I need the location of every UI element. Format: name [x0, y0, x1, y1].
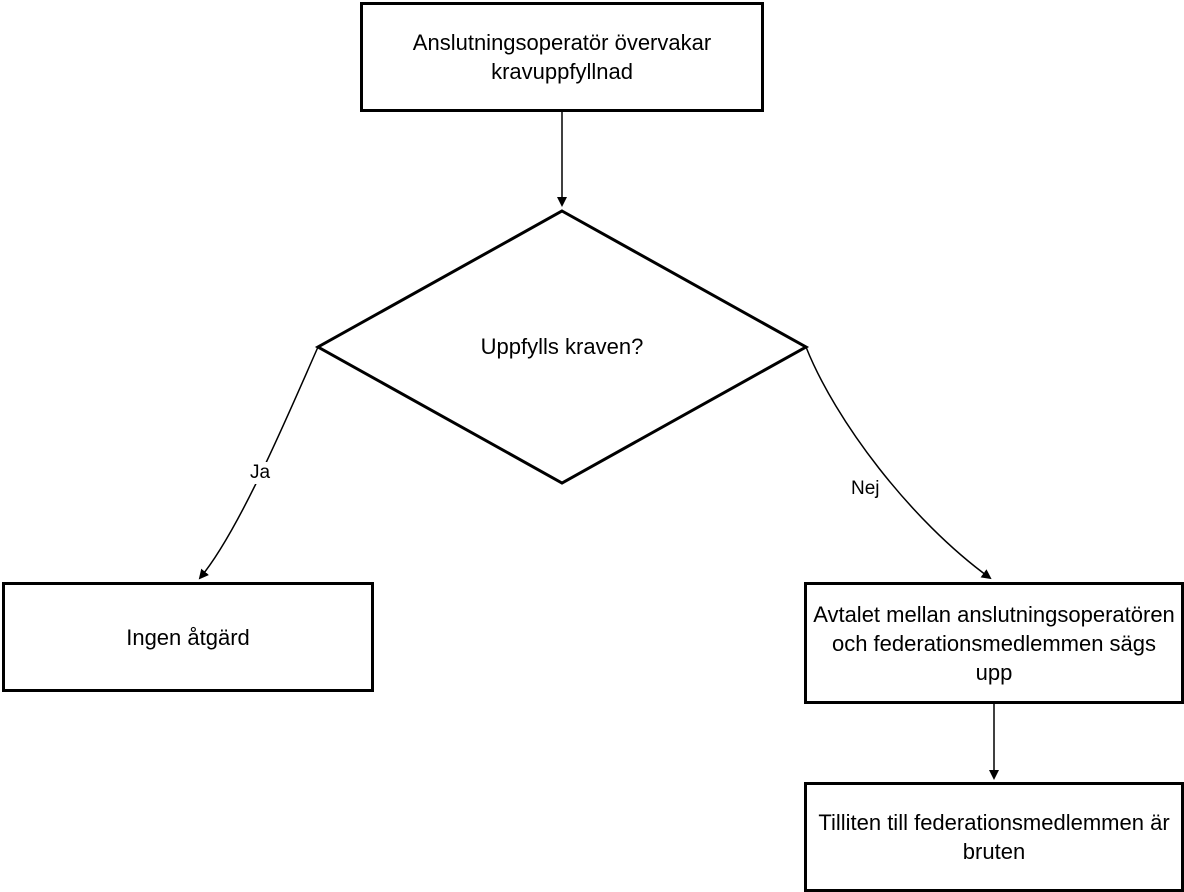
node-no-action-label: Ingen åtgärd: [126, 624, 250, 650]
decision-text: Uppfylls kraven?: [480, 334, 644, 359]
edge-label-no: Nej: [849, 478, 882, 500]
diamond-decision-shape: [314, 209, 810, 485]
edge-label-yes: Ja: [248, 462, 273, 484]
node-trust-broken-label: Tilliten till federationsmedlemmen är br…: [818, 810, 1170, 864]
node-start-label: Anslutningsoperatör övervakar kravuppfyl…: [412, 30, 712, 84]
edge-label-yes-text: Ja: [250, 462, 271, 483]
edge-decision-to-terminate: [805, 346, 992, 580]
node-no-action: Ingen åtgärd: [2, 582, 374, 692]
node-terminate-agreement-label: Avtalet mellan anslutningsoperatören och…: [813, 601, 1175, 685]
node-start: Anslutningsoperatör övervakar kravuppfyl…: [360, 2, 764, 112]
node-trust-broken: Tilliten till federationsmedlemmen är br…: [804, 782, 1184, 892]
node-terminate-agreement: Avtalet mellan anslutningsoperatören och…: [804, 582, 1184, 704]
edge-label-no-text: Nej: [851, 478, 880, 499]
node-decision-label: Uppfylls kraven?: [412, 332, 712, 361]
